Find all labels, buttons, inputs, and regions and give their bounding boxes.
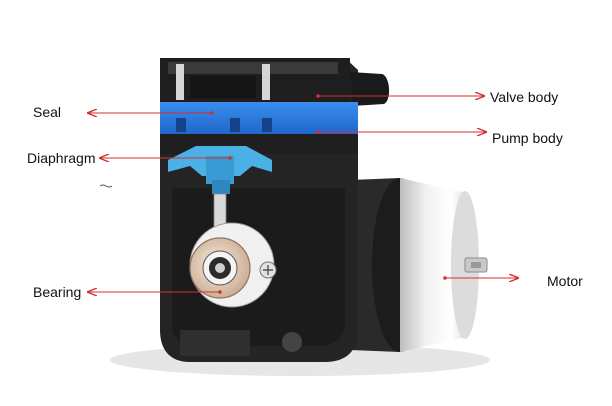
valve-body-label: Valve body [490, 89, 559, 105]
seal-label: Seal [33, 104, 62, 120]
diaphragm [168, 146, 272, 194]
bearing-label: Bearing [33, 284, 82, 300]
pump-body-label: Pump body [492, 130, 563, 146]
diaphragm-label: Diaphragm [27, 150, 96, 166]
motor-label: Motor [547, 273, 583, 289]
callout-arrows [88, 96, 518, 292]
screw [259, 261, 277, 279]
callout-dots [210, 94, 447, 294]
bearing [189, 237, 251, 299]
pump-body [160, 102, 358, 154]
